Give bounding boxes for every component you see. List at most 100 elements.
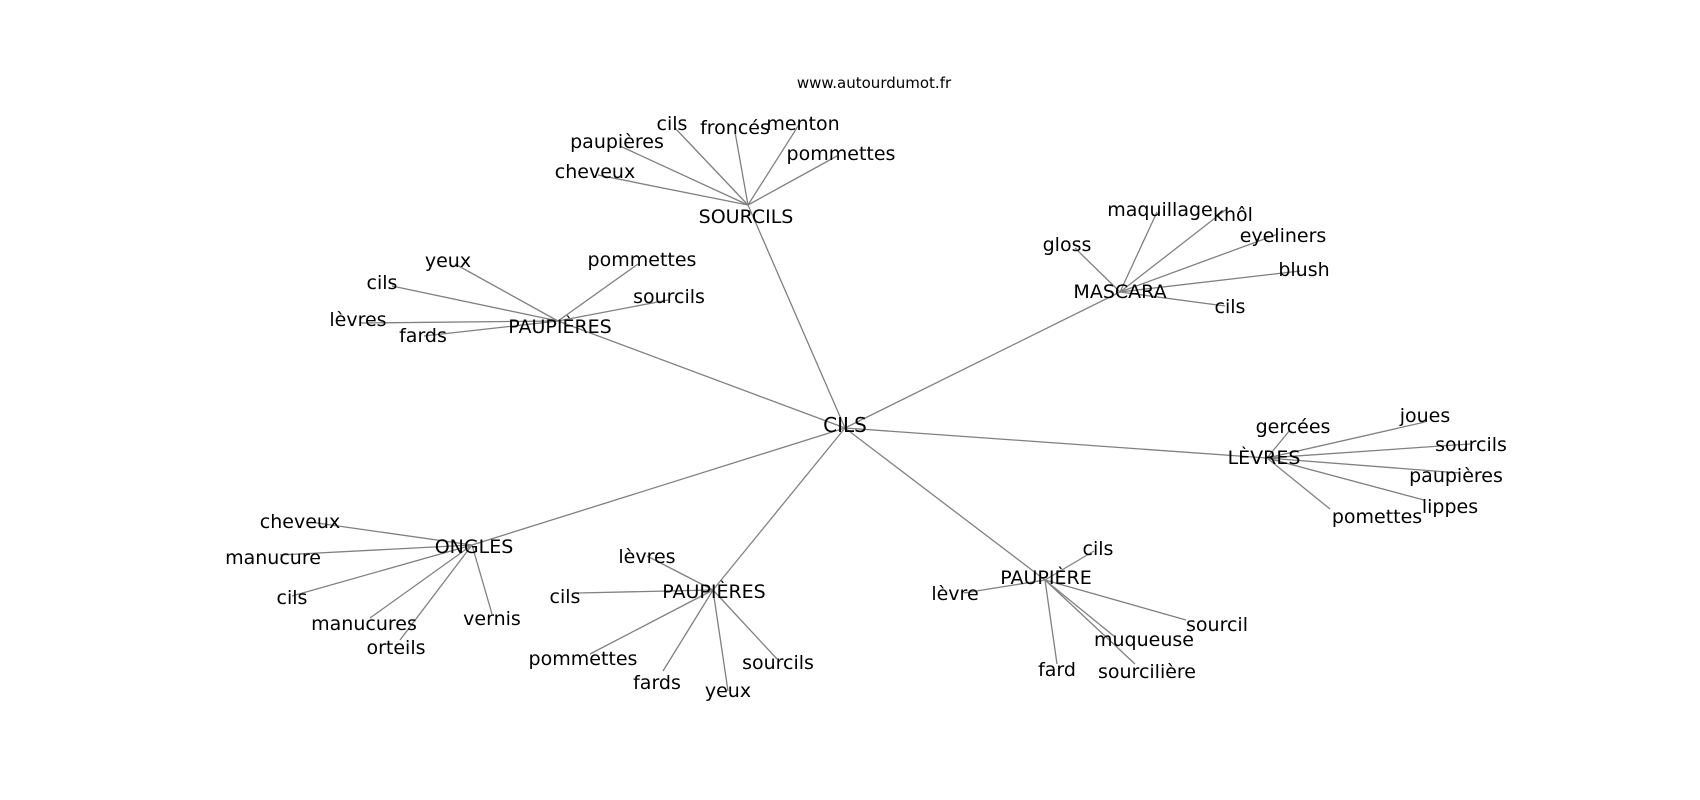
edge-levres-leaf [1266,457,1331,510]
edge-paupieres-top-leaf [454,263,559,322]
edge-paupiere-leaf [963,579,1046,594]
leaf-word: gercées [1256,416,1331,438]
edge-center-paupieres-top [557,320,846,429]
leaf-word: sourcils [742,652,814,674]
leaf-word: eyeliners [1240,225,1327,247]
edge-levres-leaf [1266,421,1426,459]
edge-center-mascara [844,291,1121,429]
leaf-word: fards [399,325,447,347]
cluster-node-mascara: MASCARA [1073,281,1166,303]
leaf-word: lippes [1422,496,1478,518]
cluster-node-paupieres-bottom: PAUPIÈRES [662,580,765,603]
edge-sourcils-leaf [597,174,749,206]
edge-paupieres-top-leaf [423,320,559,337]
edge-paupieres-bottom-leaf [662,589,714,672]
cluster-node-ongles: ONGLES [435,536,514,558]
cluster-node-paupiere: PAUPIÈRE [1000,566,1091,589]
leaf-word: manucures [311,613,417,635]
edge-levres-leaf [1266,429,1291,459]
edge-paupieres-bottom-leaf [577,589,714,594]
leaf-word: gloss [1043,234,1092,256]
leaf-word: pommettes [529,648,638,670]
edge-sourcils-leaf [747,155,838,206]
edge-mascara-leaf [1119,211,1158,293]
leaf-word: cils [1083,538,1114,560]
edge-paupieres-bottom-leaf [712,589,778,660]
leaf-word: cils [367,272,398,294]
leaf-word: cheveux [260,511,340,533]
leaf-word: pommettes [787,143,896,165]
leaf-word: khôl [1213,204,1253,226]
edge-mascara-leaf [1119,270,1301,293]
edge-ongles-leaf [369,544,473,619]
leaf-word: muqueuse [1094,629,1194,651]
edge-paupiere-leaf [1044,579,1058,665]
leaf-word: sourcil [1186,614,1248,636]
edge-levres-leaf [1266,457,1425,501]
edge-sourcils-leaf [734,131,749,206]
edge-paupiere-leaf [1044,550,1095,581]
leaf-word: vernis [463,608,521,630]
leaf-word: lèvres [329,309,386,331]
cluster-node-sourcils: SOURCILS [699,206,794,228]
leaf-word: pommettes [588,249,697,271]
edge-levres-leaf [1266,457,1461,474]
leaf-word: froncés [700,117,770,139]
leaf-word: yeux [425,250,471,272]
leaf-word: pomettes [1332,506,1422,528]
edge-paupieres-top-leaf [557,299,669,322]
site-credit: www.autourdumot.fr [797,74,952,92]
leaf-word: lèvre [931,583,978,605]
leaf-word: sourcils [1435,434,1507,456]
leaf-word: paupières [570,131,664,153]
edge-mascara-leaf [1119,291,1226,307]
graph-edges [279,122,1471,692]
leaf-word: sourcils [633,286,705,308]
leaf-word: fards [633,672,681,694]
edge-paupieres-top-leaf [557,263,639,322]
edge-center-paupieres-bottom [712,427,846,591]
edge-mascara-leaf [1119,233,1279,293]
edge-center-ongles [471,427,846,546]
edge-paupieres-top-leaf [391,285,559,322]
edge-sourcils-leaf [674,127,749,206]
edge-sourcils-leaf [619,145,749,206]
edge-paupiere-leaf [1044,579,1116,638]
leaf-word: joues [1399,405,1451,427]
edge-mascara-leaf [1074,247,1121,293]
leaf-word: sourcilière [1098,661,1196,683]
edge-ongles-leaf [279,544,473,556]
leaf-word: fard [1038,659,1076,681]
edge-paupiere-leaf [1044,579,1187,621]
cluster-node-paupieres-top: PAUPIÈRES [508,315,611,338]
edge-paupieres-bottom-leaf [712,589,729,692]
edge-sourcils-leaf [747,122,801,206]
leaf-word: cils [657,113,688,135]
edge-mascara-leaf [1119,207,1229,293]
cluster-node-levres: LÈVRES [1228,446,1301,469]
leaf-word: orteils [366,637,425,659]
leaf-word: maquillage [1107,199,1212,221]
leaf-word: yeux [705,680,751,702]
edge-paupieres-bottom-leaf [589,589,714,655]
leaf-word: paupières [1409,465,1503,487]
edge-ongles-leaf [309,521,473,546]
leaf-word: cils [277,587,308,609]
edge-levres-leaf [1266,443,1471,459]
edge-center-levres [844,427,1268,459]
edge-ongles-leaf [471,544,493,615]
edge-paupieres-top-leaf [359,320,559,324]
edge-paupieres-bottom-leaf [646,555,714,591]
edge-center-sourcils [747,204,846,429]
center-node: CILS [823,413,867,437]
edge-paupiere-leaf [1044,579,1136,665]
leaf-word: blush [1278,259,1329,281]
edge-center-paupiere [844,427,1046,581]
leaf-word: manucure [225,547,321,569]
leaf-word: cils [550,586,581,608]
leaf-word: cheveux [555,161,635,183]
leaf-word: lèvres [618,546,675,568]
leaf-word: cils [1215,296,1246,318]
